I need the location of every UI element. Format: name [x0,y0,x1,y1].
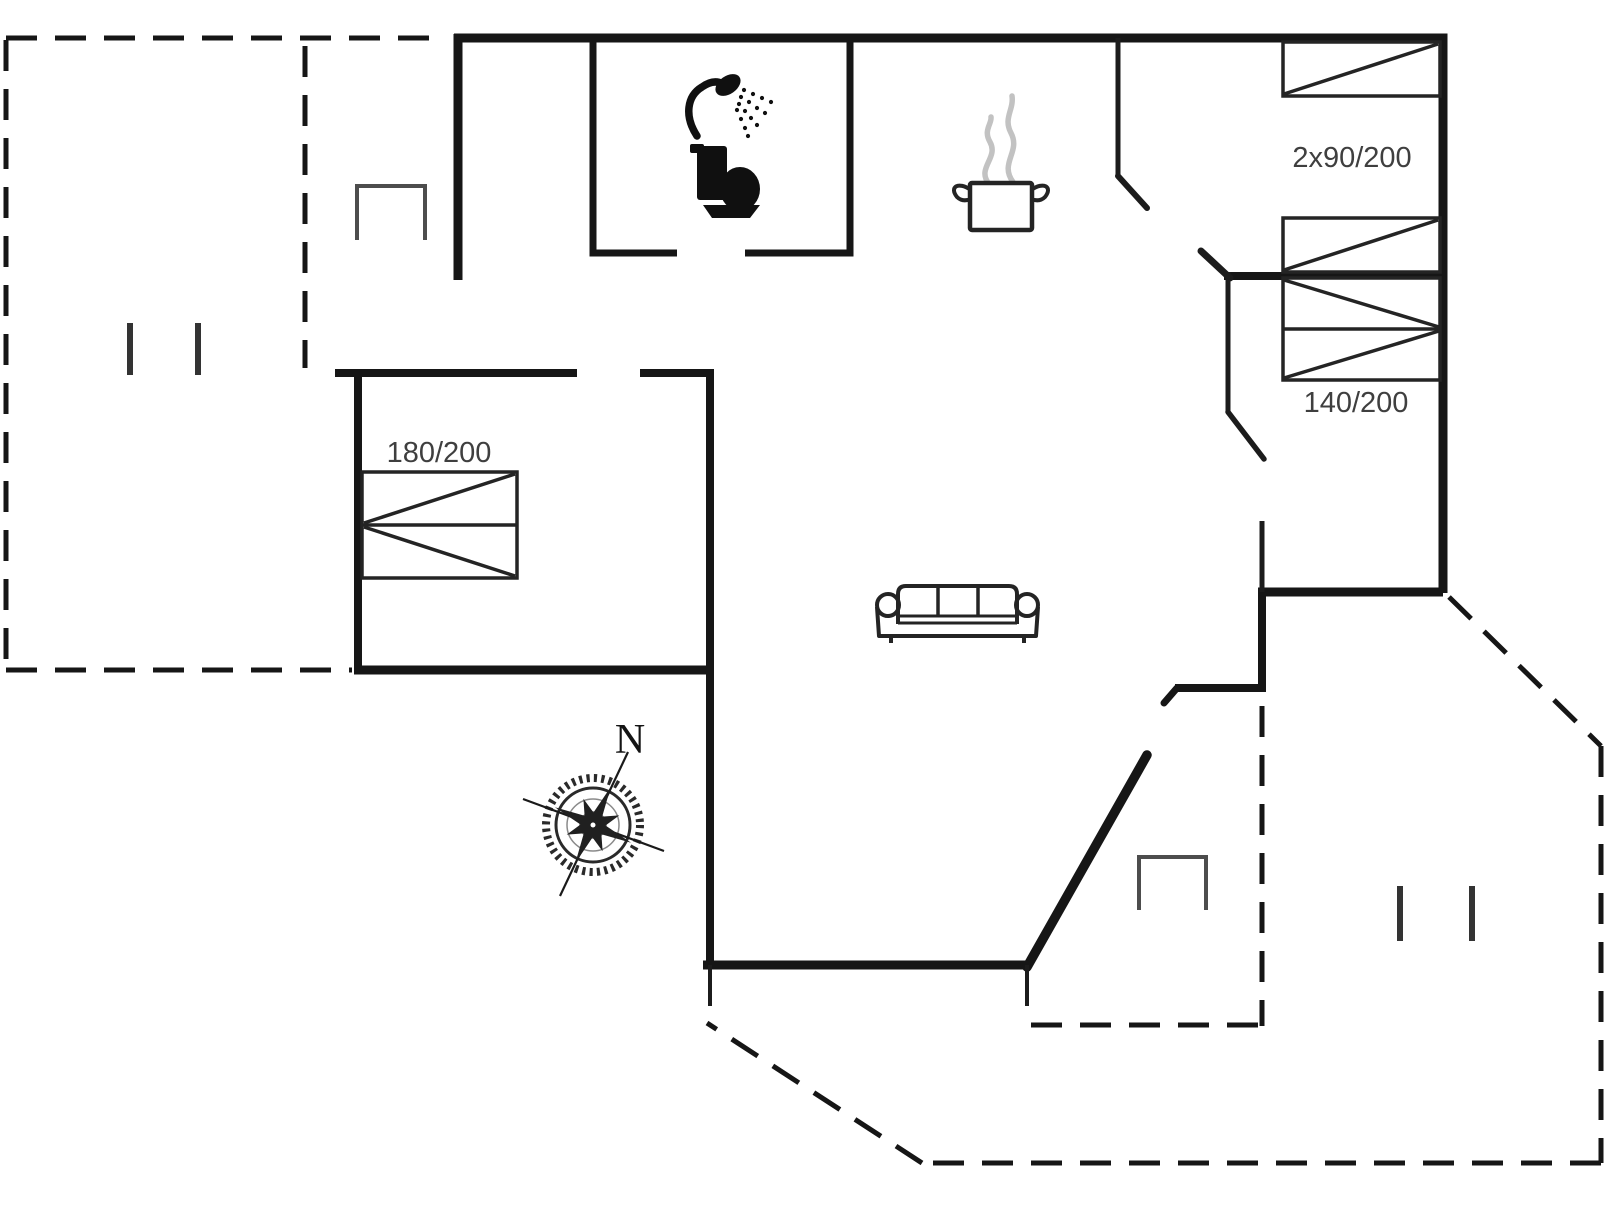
wall-bathroom-right [745,38,854,257]
walls [335,33,1448,972]
terrace-posts [127,323,1475,941]
compass-rose-icon: N [522,717,665,897]
bed-twin-upper [1281,40,1442,98]
interior-walls [708,38,1267,1006]
door-leaf-bedroom-e [1225,409,1267,462]
cooking-pot-icon [952,180,1050,233]
terrace-bench-right-icon [1137,855,1208,910]
bed-king-label: 180/200 [387,437,492,469]
terrace-bench-left-icon [355,184,427,240]
terrace-furniture [355,184,1208,910]
bed-double-140 [1281,276,1442,382]
kitchen-icons [952,93,1050,233]
bed-twin-lower [1281,216,1442,274]
shower-spray-dots [734,87,774,139]
bed-twin-label: 2x90/200 [1292,142,1411,174]
wall-bathroom-left [589,38,677,257]
shower-icon [685,74,774,140]
wall-south-diagonal [1022,750,1152,972]
terrace-right-outline [705,595,1604,1166]
door-leaf-kitchen [1115,173,1150,211]
toilet-icon [690,144,760,218]
door-leaf-bedroom-ne [1197,247,1234,282]
terrace-right-southwest-diagonal [705,1020,924,1166]
terrace-right-diagonal-edge [1447,595,1603,748]
sofa-icon [875,584,1040,643]
wall-south-east-stub-cap [1160,684,1181,707]
beds [360,40,1442,580]
bed-double-label: 140/200 [1304,387,1409,419]
compass-north-label: N [615,717,645,763]
steam-icon [982,93,1017,187]
bed-double-180 [360,470,519,580]
wall-north-and-east [454,33,1448,593]
terrace-left-outline [3,35,447,673]
